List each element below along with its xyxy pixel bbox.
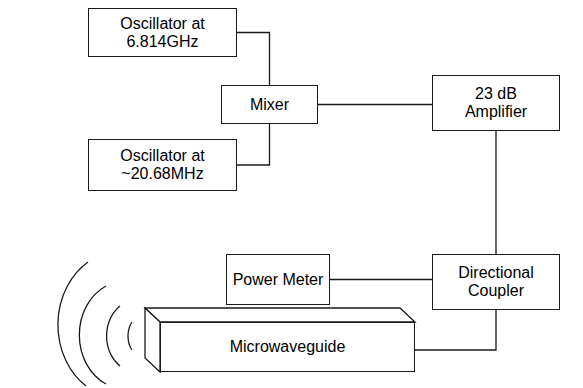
coupler-box: Directional Coupler xyxy=(432,254,560,310)
mixer-box: Mixer xyxy=(221,85,318,124)
oscillator-box: Oscillator at ~20.68MHz xyxy=(88,139,237,191)
oscillator-box: Oscillator at 6.814GHz xyxy=(88,8,237,57)
power-meter-box: Power Meter xyxy=(226,254,330,305)
signal-line xyxy=(415,310,496,350)
waveguide-box: Microwaveguide xyxy=(160,322,415,372)
node-label: Directional Coupler xyxy=(439,264,553,300)
node-label: Power Meter xyxy=(233,271,324,289)
node-label: Oscillator at ~20.68MHz xyxy=(97,147,228,183)
signal-line xyxy=(318,104,432,105)
radiation-waves xyxy=(58,262,132,386)
waveguide-faces xyxy=(145,308,415,372)
node-label: Mixer xyxy=(250,96,289,114)
signal-line xyxy=(237,33,270,86)
signal-line xyxy=(330,279,432,280)
signal-line xyxy=(237,124,270,165)
node-label: Oscillator at 6.814GHz xyxy=(97,15,228,51)
node-label: 23 dB Amplifier xyxy=(449,85,543,121)
node-label: Microwaveguide xyxy=(230,338,346,356)
signal-line xyxy=(495,131,496,254)
amplifier-box: 23 dB Amplifier xyxy=(432,75,560,131)
